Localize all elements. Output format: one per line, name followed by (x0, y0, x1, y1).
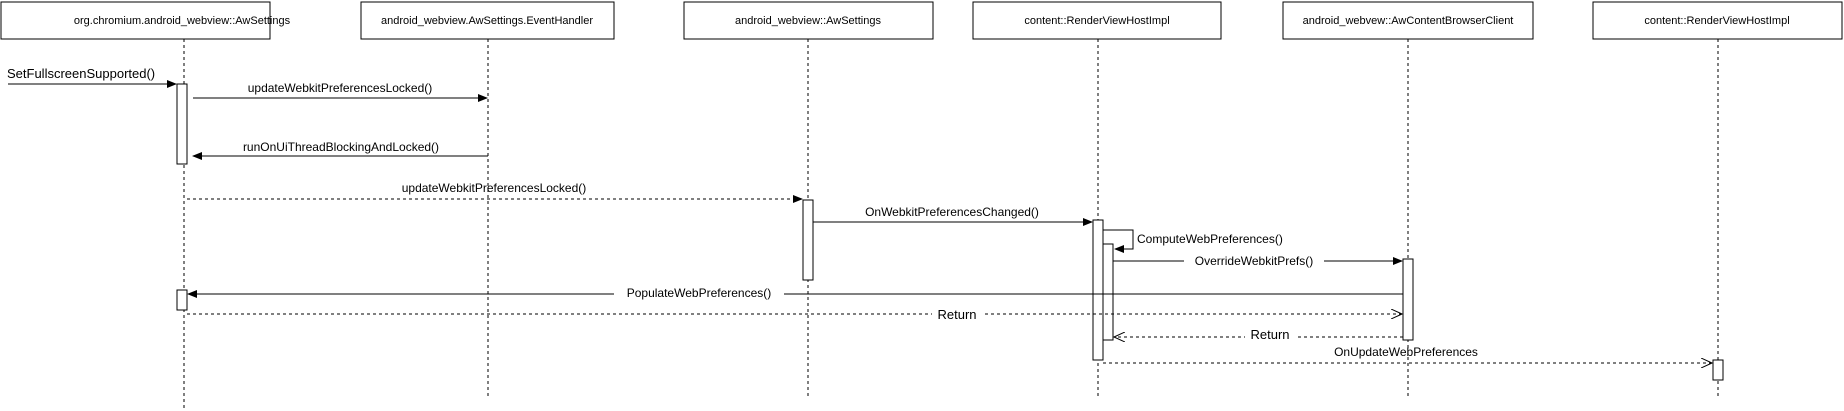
participant-box (360, 1, 615, 40)
message-label: updateWebkitPreferencesLocked() (248, 81, 433, 95)
message-label: OverrideWebkitPrefs() (1195, 254, 1313, 268)
participant-p5: android_webvew::AwContentBrowserClient (1282, 1, 1534, 40)
label-background (1245, 328, 1295, 343)
label-background (932, 306, 982, 321)
activation-bar (176, 83, 188, 165)
message-label: Return (1250, 327, 1289, 342)
participant-box (683, 1, 934, 40)
participant-label: android_webview.AwSettings.EventHandler (381, 15, 593, 27)
participant-p4: content::RenderViewHostImpl (972, 1, 1222, 40)
participant-box (0, 1, 271, 40)
participant-p1: org.chromium.android_webview::AwSettings (0, 1, 291, 40)
participant-label: content::RenderViewHostImpl (1644, 15, 1789, 27)
participant-p3: android_webview::AwSettings (683, 1, 934, 40)
label-background (1184, 253, 1324, 268)
message-arrow (1103, 229, 1134, 253)
participant-p2: android_webview.AwSettings.EventHandler (360, 1, 615, 40)
activation-bar (1712, 359, 1724, 381)
activation-bar (176, 289, 188, 311)
activation-bar (1402, 258, 1414, 341)
participant-box (1592, 1, 1843, 40)
participant-p6: content::RenderViewHostImpl (1592, 1, 1843, 40)
participant-label: org.chromium.android_webview::AwSettings (74, 15, 291, 27)
message-label: SetFullscreenSupported() (7, 66, 155, 81)
participant-label: android_webview::AwSettings (735, 15, 881, 27)
activation-bar (1092, 219, 1104, 361)
message-label: updateWebkitPreferencesLocked() (402, 181, 587, 195)
label-background (614, 286, 784, 301)
participant-box (972, 1, 1222, 40)
message-label: PopulateWebPreferences() (627, 286, 772, 300)
message-label: OnWebkitPreferencesChanged() (865, 205, 1039, 219)
activation-bar (1102, 243, 1114, 341)
participant-label: android_webvew::AwContentBrowserClient (1303, 15, 1514, 27)
message-label: runOnUiThreadBlockingAndLocked() (243, 140, 439, 154)
message-label: Return (937, 307, 976, 322)
message-label: ComputeWebPreferences() (1137, 232, 1283, 246)
message-label: OnUpdateWebPreferences (1334, 345, 1478, 359)
activation-bar (802, 199, 814, 281)
participant-label: content::RenderViewHostImpl (1024, 15, 1169, 27)
